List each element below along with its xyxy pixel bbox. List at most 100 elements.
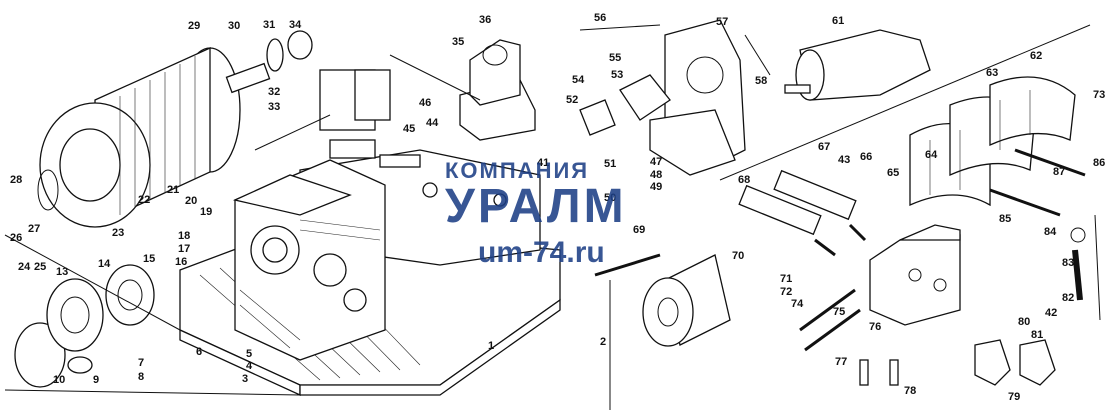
- callout-7: 7: [138, 357, 144, 369]
- callout-36: 36: [479, 14, 491, 26]
- callout-71: 71: [780, 273, 792, 285]
- callout-78: 78: [904, 385, 916, 397]
- callout-67: 67: [818, 141, 830, 153]
- callout-26: 26: [10, 232, 22, 244]
- callout-52: 52: [566, 94, 578, 106]
- callout-34: 34: [289, 19, 302, 31]
- callout-27: 27: [28, 223, 40, 235]
- callout-65: 65: [887, 167, 899, 179]
- callout-66: 66: [860, 151, 872, 163]
- callout-51: 51: [604, 158, 616, 170]
- callout-16: 16: [175, 256, 187, 268]
- callout-21: 21: [167, 184, 179, 196]
- callout-86: 86: [1093, 157, 1105, 169]
- callout-30: 30: [228, 20, 240, 32]
- callout-2: 2: [600, 336, 606, 348]
- hub-31: [266, 38, 284, 72]
- callout-44: 44: [426, 117, 439, 129]
- callout-4: 4: [246, 360, 253, 372]
- rods: [594, 227, 1086, 386]
- callout-22: 22: [138, 194, 150, 206]
- callout-6: 6: [196, 346, 202, 358]
- callout-62: 62: [1030, 50, 1042, 62]
- callout-8: 8: [138, 371, 144, 383]
- callout-29: 29: [188, 20, 200, 32]
- gear-assembly-13: [14, 264, 155, 388]
- callout-13: 13: [56, 266, 68, 278]
- callout-45: 45: [403, 123, 415, 135]
- callout-41: 41: [537, 157, 549, 169]
- callout-64: 64: [925, 149, 938, 161]
- callout-1: 1: [488, 340, 494, 352]
- winch-drum: [37, 46, 241, 228]
- callout-25: 25: [34, 261, 46, 273]
- callout-56: 56: [594, 12, 606, 24]
- callout-28: 28: [10, 174, 22, 186]
- callout-23: 23: [112, 227, 124, 239]
- callout-74: 74: [791, 298, 804, 310]
- watermark: КОМПАНИЯ УРАЛМ um-74.ru: [445, 158, 624, 269]
- callout-15: 15: [143, 253, 155, 265]
- bracket-35: [459, 39, 536, 141]
- callout-57: 57: [716, 16, 728, 28]
- callout-87: 87: [1053, 166, 1065, 178]
- callout-35: 35: [452, 36, 464, 48]
- callout-5: 5: [246, 348, 252, 360]
- callout-50: 50: [604, 192, 616, 204]
- callout-49: 49: [650, 181, 662, 193]
- callout-17: 17: [178, 243, 190, 255]
- brake-bands-62: [909, 76, 1086, 217]
- callout-43: 43: [838, 154, 850, 166]
- callout-82: 82: [1062, 292, 1074, 304]
- callout-32: 32: [268, 86, 280, 98]
- callout-75: 75: [833, 306, 845, 318]
- callout-73: 73: [1093, 89, 1105, 101]
- callout-68: 68: [738, 174, 750, 186]
- callout-3: 3: [242, 373, 248, 385]
- pedals-79: [974, 339, 1056, 386]
- callout-72: 72: [780, 286, 792, 298]
- callout-69: 69: [633, 224, 645, 236]
- watermark-line1: КОМПАНИЯ: [445, 158, 589, 183]
- roller-70: [642, 254, 731, 347]
- watermark-line3: um-74.ru: [478, 236, 605, 269]
- callout-63: 63: [986, 67, 998, 79]
- callout-42: 42: [1045, 307, 1057, 319]
- cylinders-68: [738, 169, 867, 257]
- shaft-30: [225, 62, 271, 94]
- callout-80: 80: [1018, 316, 1030, 328]
- callout-84: 84: [1044, 226, 1057, 238]
- callout-9: 9: [93, 374, 99, 386]
- callout-14: 14: [98, 258, 111, 270]
- hydraulic-motor-61: [784, 29, 931, 101]
- callout-46: 46: [419, 97, 431, 109]
- callout-47: 47: [650, 156, 662, 168]
- callout-77: 77: [835, 356, 847, 368]
- frame-76: [869, 224, 961, 326]
- callout-55: 55: [609, 52, 621, 64]
- callout-48: 48: [650, 169, 662, 181]
- callout-54: 54: [572, 74, 585, 86]
- callout-81: 81: [1031, 329, 1043, 341]
- callout-10: 10: [53, 374, 65, 386]
- callout-31: 31: [263, 19, 275, 31]
- callout-79: 79: [1008, 391, 1020, 403]
- callout-85: 85: [999, 213, 1011, 225]
- gearbox-housing: [232, 159, 386, 361]
- callout-18: 18: [178, 230, 190, 242]
- callout-76: 76: [869, 321, 881, 333]
- callout-20: 20: [185, 195, 197, 207]
- motor-mount-57: [649, 19, 746, 176]
- callout-61: 61: [832, 15, 844, 27]
- leader-lines: [4, 24, 1101, 410]
- callout-58: 58: [755, 75, 767, 87]
- coupling-53: [579, 74, 671, 136]
- fastener-cluster-41: [254, 69, 421, 168]
- callout-53: 53: [611, 69, 623, 81]
- callout-70: 70: [732, 250, 744, 262]
- callout-83: 83: [1062, 257, 1074, 269]
- bearing-34: [287, 30, 313, 60]
- callout-33: 33: [268, 101, 280, 113]
